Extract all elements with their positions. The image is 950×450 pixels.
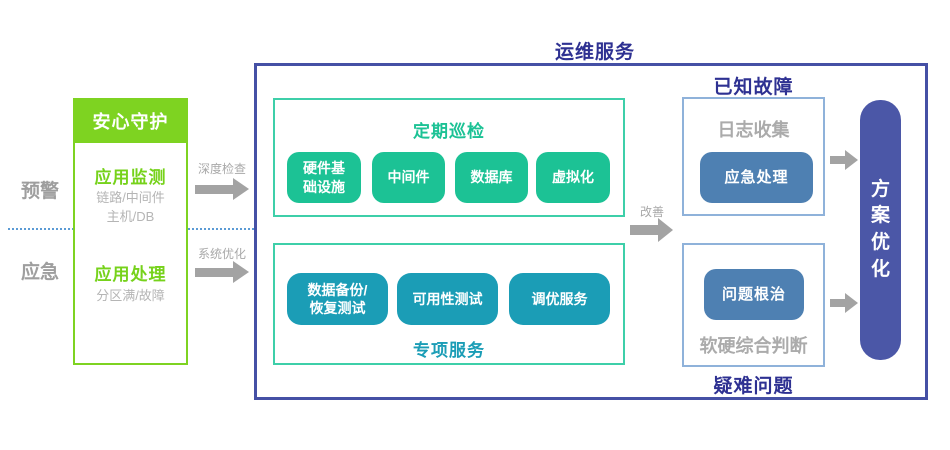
inspection-item-database: 数据库 <box>455 152 528 203</box>
improve-label: 改善 <box>639 205 664 219</box>
arrow-bar <box>195 184 233 194</box>
system-opt-label: 系统优化 <box>197 247 246 261</box>
arrow-head <box>233 178 249 200</box>
arrow-to-optimize-bottom <box>830 293 858 313</box>
log-collect-label: 日志收集 <box>717 120 790 140</box>
arrow-head <box>845 150 858 170</box>
deep-check-label: 深度检查 <box>197 162 246 176</box>
special-item-backup-restore: 数据备份/ 恢复测试 <box>287 273 388 325</box>
arrow-head <box>658 218 673 242</box>
lane-label-warning: 预警 <box>20 181 59 202</box>
arrow-bar <box>830 156 845 164</box>
special-service-title: 专项服务 <box>413 341 485 360</box>
known-fault-title: 已知故障 <box>713 77 794 98</box>
inspection-item-hardware: 硬件基 础设施 <box>287 152 361 203</box>
solution-optimize-label: 方案优化 <box>870 178 890 280</box>
arrow-bar <box>830 299 845 307</box>
app-handle-desc: 分区满/故障 <box>96 288 165 303</box>
arrow-head <box>233 261 249 283</box>
arrow-bar <box>630 225 658 235</box>
app-handle-title: 应用处理 <box>94 265 167 284</box>
system-opt-arrow <box>195 261 249 283</box>
emergency-handle-pill: 应急处理 <box>700 152 813 203</box>
app-monitor-desc: 链路/中间件 主机/DB <box>96 190 165 224</box>
guard-box-header: 安心守护 <box>73 98 188 143</box>
inspection-title: 定期巡检 <box>413 122 485 141</box>
arrow-bar <box>195 267 233 277</box>
judge-label: 软硬综合判断 <box>699 336 808 356</box>
arrow-to-optimize-top <box>830 150 858 170</box>
solution-optimize-pill: 方案优化 <box>860 100 901 360</box>
hard-problem-title: 疑难问题 <box>713 376 794 397</box>
deep-check-arrow <box>195 178 249 200</box>
improve-arrow <box>630 218 673 242</box>
ops-service-title: 运维服务 <box>554 42 635 63</box>
problem-cure-pill: 问题根治 <box>704 269 804 320</box>
inspection-item-middleware: 中间件 <box>372 152 445 203</box>
special-item-tuning-service: 调优服务 <box>509 273 610 325</box>
lane-label-emergency: 应急 <box>20 262 59 283</box>
inspection-item-virtualization: 虚拟化 <box>536 152 610 203</box>
app-monitor-title: 应用监测 <box>94 168 167 187</box>
special-item-availability-test: 可用性测试 <box>397 273 498 325</box>
arrow-head <box>845 293 858 313</box>
